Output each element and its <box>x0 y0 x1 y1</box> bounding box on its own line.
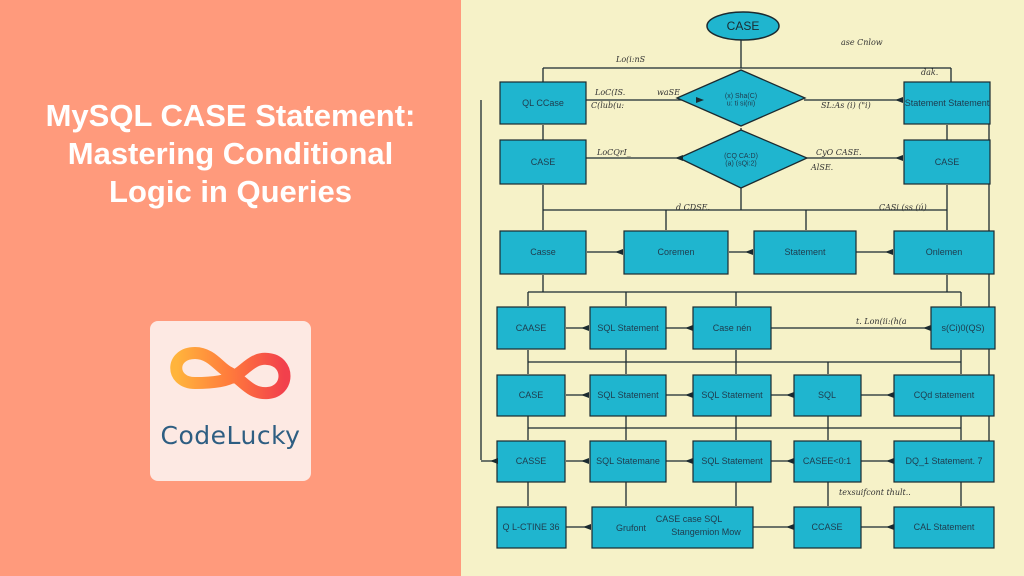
label-r3-3: Statement <box>784 247 826 257</box>
logo-text: CodeLucky <box>160 421 301 450</box>
flowchart-diagram: CASE <box>480 11 996 549</box>
label-r7-2-top: CASE case SQL <box>656 514 723 524</box>
label-r2-right: CASE <box>935 157 960 167</box>
label-r6-5: DQ_1 Statement. 7 <box>905 456 982 466</box>
label-r4-4: s(Ci)0(QS) <box>942 323 985 333</box>
label-r7-1: Q L-CTINE 36 <box>502 522 559 532</box>
box-r6-5 <box>893 440 995 483</box>
label-r3-2: Coremen <box>657 247 694 257</box>
box-r7-2 <box>591 506 754 549</box>
note-1: LoC(IS. <box>594 88 625 97</box>
label-r7-3: CCASE <box>811 522 842 532</box>
note-12: Lo(i:nS <box>615 55 646 64</box>
label-r7-4: CAL Statement <box>914 522 975 532</box>
label-r3-1: Casse <box>530 247 556 257</box>
box-r6-3 <box>692 440 772 483</box>
box-r7-3 <box>793 506 862 549</box>
label-r2-left: CASE <box>531 157 556 167</box>
box-r5-2 <box>589 374 667 417</box>
box-r6-2 <box>589 440 667 483</box>
box-r2-right <box>903 139 991 185</box>
box-r7-4 <box>893 506 995 549</box>
box-r1-right <box>903 81 991 125</box>
infinity-logo-icon <box>170 346 291 400</box>
box-r5-5 <box>893 374 995 417</box>
box-r7-1 <box>496 506 567 549</box>
box-r3-2 <box>623 230 729 275</box>
label-r6-2: SQL Statemane <box>596 456 660 466</box>
box-r4-2 <box>589 306 667 350</box>
label-r6-1: CASSE <box>516 456 547 466</box>
note-2: waSE <box>657 88 680 97</box>
label-r5-4: SQL <box>818 390 836 400</box>
note-5: AlSE. <box>810 163 833 172</box>
label-r4-1: CAASE <box>516 323 547 333</box>
note-11: dak. <box>921 68 938 77</box>
box-r5-4 <box>793 374 862 417</box>
label-r6-3: SQL Statement <box>701 456 763 466</box>
label-r7-2-bottom: Stangemion Mow <box>671 527 741 537</box>
label-r4-3: Case nén <box>713 323 752 333</box>
box-r4-1 <box>496 306 566 350</box>
note-3: LoCQrI_ <box>596 148 631 157</box>
box-r2-left <box>499 139 587 185</box>
box-r3-1 <box>499 230 587 275</box>
case-start-label: CASE <box>727 19 760 33</box>
case-start-node <box>706 11 780 41</box>
label-r6-4: CASEE<0:1 <box>803 456 851 466</box>
logo-card: CodeLucky <box>150 321 311 481</box>
left-panel: MySQL CASE Statement: Mastering Conditio… <box>0 0 461 576</box>
decision-diamond-2 <box>677 129 809 189</box>
diamond-2-label: (CQ CA:D)(a) (sQi:2) <box>724 153 758 168</box>
note-13: t. Lon(ii:(h(a <box>856 317 907 326</box>
label-r7-2: Grufont <box>616 523 647 533</box>
box-r1-left <box>499 81 587 125</box>
label-r5-5: CQd statement <box>914 390 975 400</box>
decision-diamond-1 <box>675 69 807 127</box>
box-r3-3 <box>753 230 857 275</box>
note-top: ase Cnlow <box>841 38 883 47</box>
box-r3-4 <box>893 230 995 275</box>
flowchart-panel: CASE <box>461 0 1024 576</box>
note-10: C(lub(u: <box>591 101 624 110</box>
box-r4-3 <box>692 306 772 350</box>
label-r5-3: SQL Statement <box>701 390 763 400</box>
label-r5-2: SQL Statement <box>597 390 659 400</box>
note-9: texsuifcont thult.. <box>839 488 911 497</box>
label-r5-1: CASE <box>519 390 544 400</box>
label-r1-left: QL CCase <box>522 98 564 108</box>
box-r6-1 <box>496 440 566 483</box>
note-4: CyO CASE. <box>816 148 862 157</box>
note-8: CASi (ss (ú) <box>879 203 927 212</box>
note-7: d CDSE. <box>676 203 710 212</box>
box-r5-1 <box>496 374 566 417</box>
page-title: MySQL CASE Statement: Mastering Conditio… <box>45 98 416 209</box>
diamond-1-label: (x) Sha(C)u: ti si(ni) <box>725 93 757 108</box>
label-r3-4: Onlemen <box>926 247 963 257</box>
label-r4-2: SQL Statement <box>597 323 659 333</box>
note-6: SL:As (i) ("i) <box>821 101 871 110</box>
label-r1-right: Statement Statement <box>905 98 990 108</box>
